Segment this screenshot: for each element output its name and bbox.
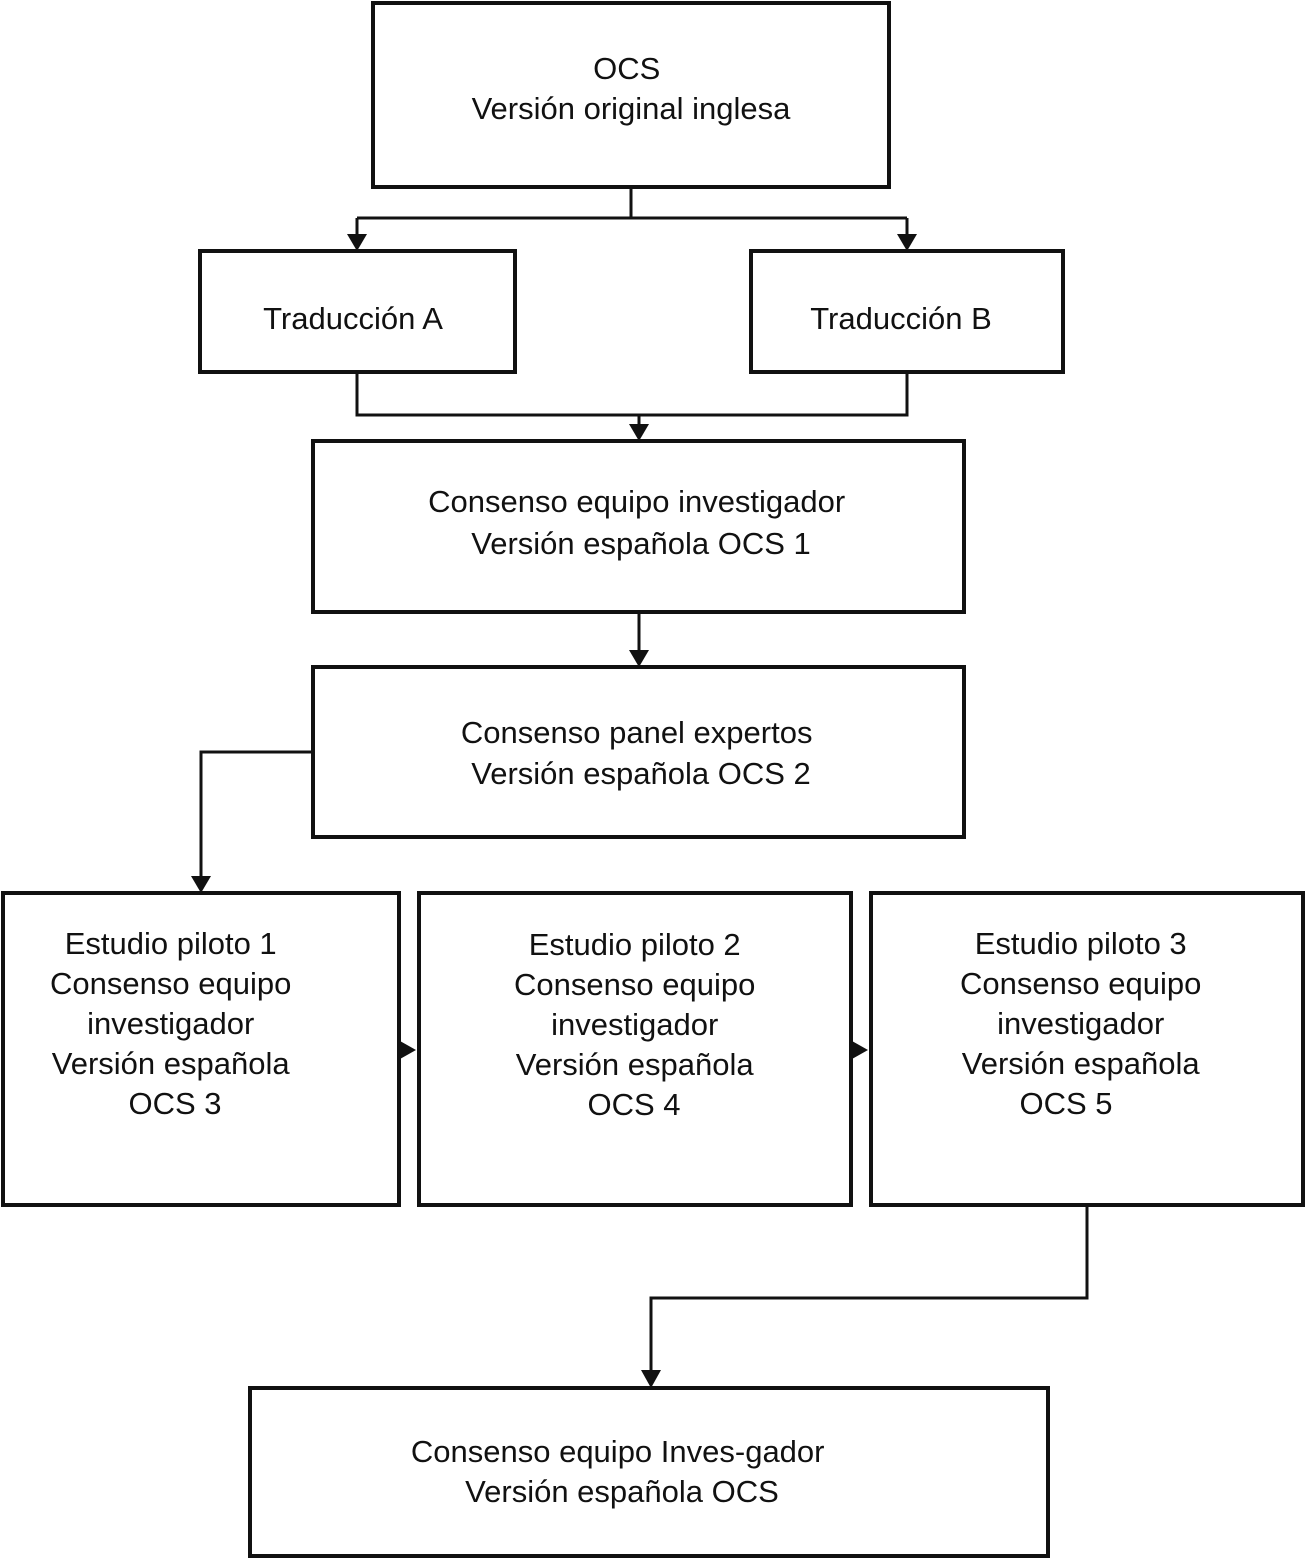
arrowhead-piloto-2-to-3 — [852, 1041, 868, 1059]
arrowhead-to-traduccion-a — [347, 234, 367, 251]
arrowhead-piloto-1-to-2 — [400, 1041, 416, 1059]
node-line: OCS 3 — [128, 1086, 221, 1121]
connectors — [191, 187, 1089, 1388]
node-line: Consenso equipo — [50, 966, 291, 1001]
node-traduccion-b-text: Traducción B — [810, 301, 992, 336]
node-line: investigador — [551, 1007, 718, 1042]
node-traduccion-a: Traducción A — [198, 249, 517, 374]
node-line: Versión española — [962, 1046, 1201, 1081]
node-estudio-piloto-2-box — [417, 891, 853, 1207]
node-line: Versión española — [516, 1047, 755, 1082]
node-final-text: Consenso equipo Inves-gador Versión espa… — [411, 1434, 833, 1509]
node-panel-expertos: Consenso panel expertos Versión española… — [311, 665, 966, 839]
node-line: Estudio piloto 3 — [975, 926, 1187, 961]
node-line: Traducción A — [263, 301, 443, 336]
node-line: Consenso equipo — [514, 967, 755, 1002]
node-line: Versión española — [52, 1046, 291, 1081]
node-line: OCS 4 — [587, 1087, 680, 1122]
node-line: investigador — [997, 1006, 1164, 1041]
node-line: Estudio piloto 1 — [65, 926, 277, 961]
node-consenso-investigador: Consenso equipo investigador Versión esp… — [311, 439, 966, 614]
edge-panel-to-piloto-1 — [199, 750, 313, 878]
node-estudio-piloto-1: Estudio piloto 1 Consenso equipo investi… — [1, 891, 401, 1207]
node-line: Versión española OCS 1 — [471, 526, 811, 561]
edge-piloto-3-to-final — [649, 1195, 1089, 1372]
edge-translations-to-consenso — [355, 372, 909, 426]
node-line: Versión española OCS — [465, 1474, 779, 1509]
arrowhead-to-piloto-1 — [191, 876, 211, 893]
node-line: Estudio piloto 2 — [529, 927, 741, 962]
node-traduccion-a-box — [198, 249, 517, 374]
node-estudio-piloto-3: Estudio piloto 3 Consenso equipo investi… — [869, 891, 1305, 1207]
node-line: Versión original inglesa — [472, 91, 792, 126]
node-estudio-piloto-3-box — [869, 891, 1305, 1207]
node-estudio-piloto-3-text: Estudio piloto 3 Consenso equipo investi… — [960, 926, 1210, 1121]
node-line: OCS 5 — [1019, 1086, 1112, 1121]
arrowhead-to-final — [641, 1370, 661, 1388]
node-original: OCS Versión original inglesa — [371, 1, 891, 189]
arrowhead-to-traduccion-b — [897, 234, 917, 251]
node-traduccion-b: Traducción B — [749, 249, 1065, 374]
node-line: Consenso equipo investigador — [428, 484, 845, 519]
node-estudio-piloto-1-text: Estudio piloto 1 Consenso equipo investi… — [50, 926, 300, 1121]
node-estudio-piloto-2-text: Estudio piloto 2 Consenso equipo investi… — [514, 927, 764, 1122]
node-panel-expertos-text: Consenso panel expertos Versión española… — [461, 715, 821, 791]
node-line: OCS — [593, 51, 660, 86]
edge-original-to-translations — [355, 187, 909, 236]
node-original-box — [371, 1, 891, 189]
node-estudio-piloto-1-box — [1, 891, 401, 1207]
node-panel-expertos-box — [311, 665, 966, 839]
node-final: Consenso equipo Inves-gador Versión espa… — [248, 1386, 1050, 1558]
node-consenso-investigador-text: Consenso equipo investigador Versión esp… — [428, 484, 854, 561]
node-final-box — [248, 1386, 1050, 1558]
node-line: Traducción B — [810, 301, 992, 336]
node-line: Consenso equipo — [960, 966, 1201, 1001]
node-line: Consenso panel expertos — [461, 715, 813, 750]
node-line: investigador — [87, 1006, 254, 1041]
node-original-text: OCS Versión original inglesa — [472, 51, 792, 126]
node-traduccion-b-box — [749, 249, 1065, 374]
node-estudio-piloto-2: Estudio piloto 2 Consenso equipo investi… — [417, 891, 853, 1207]
node-line: Consenso equipo Inves-gador — [411, 1434, 825, 1469]
node-traduccion-a-text: Traducción A — [263, 301, 443, 336]
arrowhead-to-consenso-investigador — [629, 424, 649, 441]
arrowhead-to-panel-expertos — [629, 650, 649, 667]
node-line: Versión española OCS 2 — [471, 756, 811, 791]
node-consenso-investigador-box — [311, 439, 966, 614]
